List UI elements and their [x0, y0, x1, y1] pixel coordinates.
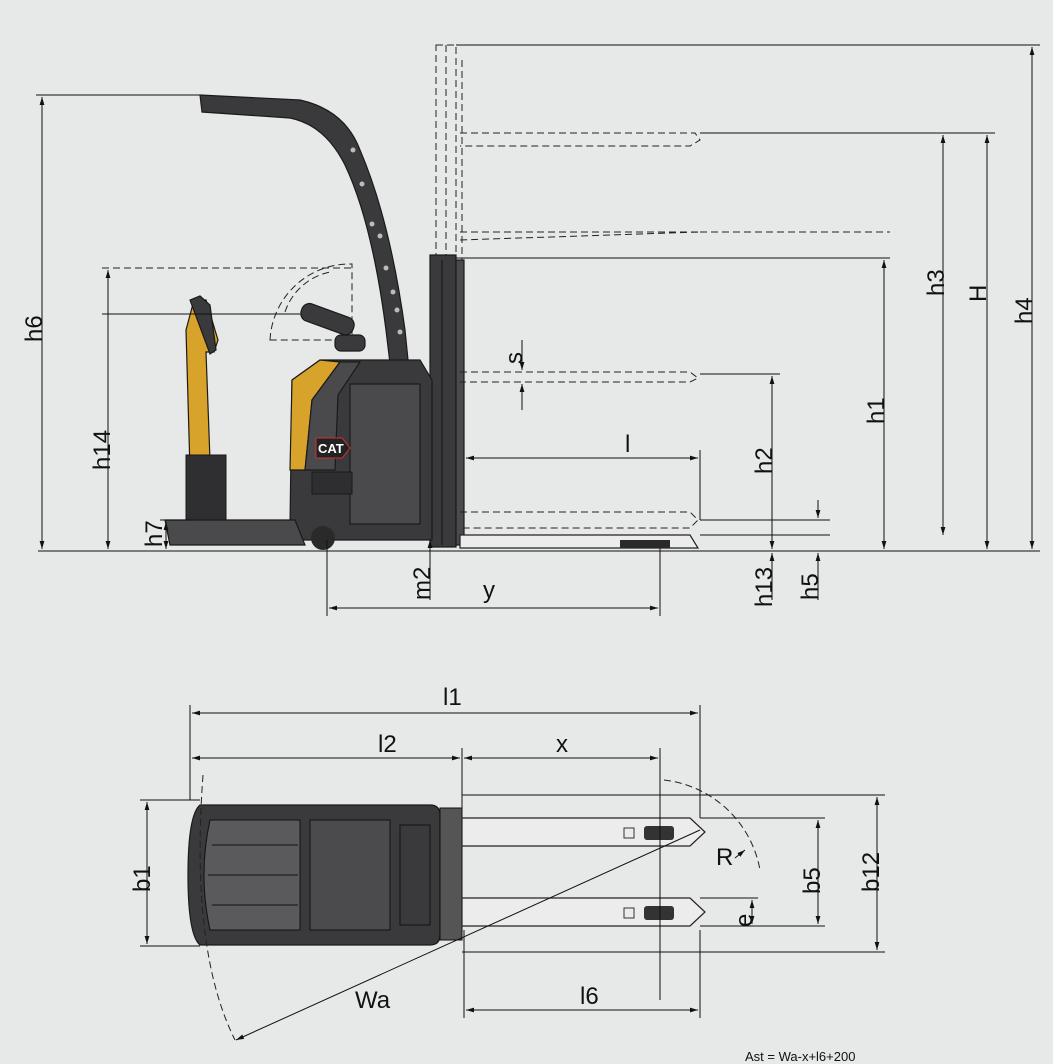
label-l: l [625, 431, 630, 458]
drive-wheel [311, 526, 335, 550]
label-h7: h7 [141, 520, 168, 547]
label-l2: l2 [378, 731, 397, 758]
label-h14: h14 [89, 430, 116, 470]
label-h6: h6 [21, 315, 48, 342]
label-h3: h3 [923, 269, 950, 296]
label-e: e [731, 914, 758, 927]
cat-logo: CAT [315, 437, 351, 459]
label-x: x [556, 731, 568, 758]
label-b5: b5 [799, 867, 826, 894]
label-b12: b12 [858, 852, 885, 892]
top-view: l1 l2 x b1 R b5 b12 e Wa [129, 684, 885, 1041]
label-b1: b1 [129, 865, 156, 892]
label-Wa: Wa [355, 987, 391, 1014]
label-s: s [501, 352, 528, 364]
label-h5: h5 [797, 573, 824, 600]
label-m2: m2 [409, 567, 436, 600]
platform [164, 519, 306, 546]
label-l6: l6 [580, 983, 599, 1010]
mast [429, 44, 465, 548]
forks [459, 132, 701, 549]
fork-top-lower [461, 897, 706, 927]
ast-formula: Ast = Wa-x+l6+200 [745, 1049, 855, 1064]
label-h2: h2 [751, 447, 778, 474]
label-y: y [483, 577, 495, 604]
armrest [300, 302, 355, 336]
label-H: H [965, 285, 992, 302]
fork-top-upper [461, 817, 706, 847]
label-h4: h4 [1011, 297, 1038, 324]
armrest-swing [269, 263, 353, 341]
label-h1: h1 [863, 397, 890, 424]
label-l1: l1 [443, 684, 462, 711]
label-h13: h13 [751, 567, 778, 607]
label-R: R [716, 844, 733, 871]
side-view: CAT h6 h14 h7 m2 [21, 44, 1040, 616]
svg-text:CAT: CAT [318, 441, 344, 456]
